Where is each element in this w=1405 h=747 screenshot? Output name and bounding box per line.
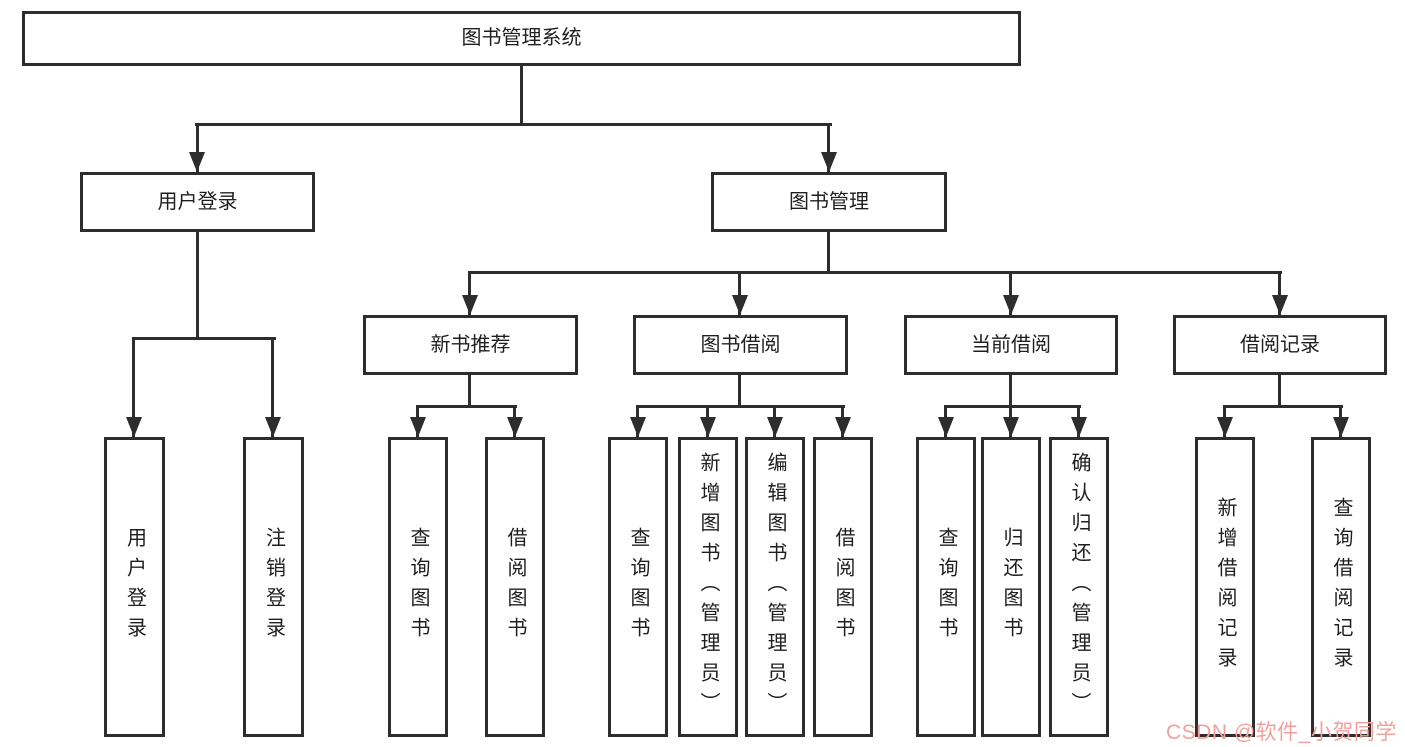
connector-arrowhead (630, 417, 646, 437)
connector-line (416, 405, 517, 408)
leaf-add-books-admin: 新增图书（管理员） (678, 437, 738, 737)
connector-line (1009, 375, 1012, 408)
connector-line (827, 232, 830, 274)
connector-arrowhead (1003, 417, 1019, 437)
connector-arrowhead (1071, 417, 1087, 437)
connector-arrowhead (1333, 417, 1349, 437)
connector-line (468, 375, 471, 408)
connector-line (195, 123, 832, 126)
connector-arrowhead (462, 295, 478, 315)
connector-line (271, 337, 274, 437)
connector-arrowhead (821, 152, 837, 172)
node-book-borrowing: 图书借阅 (633, 315, 848, 375)
connector-line (196, 232, 199, 340)
leaf-query-books-current: 查询图书 (916, 437, 976, 737)
leaf-logout: 注销登录 (243, 437, 304, 737)
connector-line (520, 66, 523, 126)
connector-arrowhead (507, 417, 523, 437)
connector-arrowhead (410, 417, 426, 437)
connector-arrowhead (1217, 417, 1233, 437)
connector-arrowhead (767, 417, 783, 437)
connector-arrowhead (189, 152, 205, 172)
connector-arrowhead (938, 417, 954, 437)
node-current-borrowing: 当前借阅 (904, 315, 1118, 375)
leaf-borrow-books-recommend: 借阅图书 (485, 437, 545, 737)
leaf-add-borrow-record: 新增借阅记录 (1195, 437, 1255, 737)
connector-arrowhead (835, 417, 851, 437)
leaf-confirm-return-admin: 确认归还（管理员） (1049, 437, 1109, 737)
connector-arrowhead (1003, 295, 1019, 315)
leaf-return-books: 归还图书 (981, 437, 1041, 737)
connector-arrowhead (265, 417, 281, 437)
connector-line (1223, 405, 1343, 408)
csdn-watermark: CSDN @软件_小贺同学 (1166, 721, 1397, 744)
connector-line (944, 405, 1081, 408)
node-borrowing-records: 借阅记录 (1173, 315, 1387, 375)
connector-arrowhead (732, 295, 748, 315)
connector-arrowhead (1272, 295, 1288, 315)
connector-line (132, 337, 135, 437)
connector-line (1009, 271, 1012, 315)
leaf-edit-books-admin: 编辑图书（管理员） (745, 437, 805, 737)
node-book-management: 图书管理 (711, 172, 947, 232)
connector-arrowhead (126, 417, 142, 437)
leaf-query-books-borrowing: 查询图书 (608, 437, 668, 737)
leaf-query-borrow-record: 查询借阅记录 (1311, 437, 1371, 737)
leaf-query-books-recommend: 查询图书 (388, 437, 448, 737)
connector-line (196, 123, 199, 172)
connector-line (738, 375, 741, 408)
node-book-management-system: 图书管理系统 (22, 11, 1021, 66)
connector-line (468, 271, 471, 315)
node-user-login: 用户登录 (80, 172, 315, 232)
connector-line (132, 337, 276, 340)
node-new-book-recommend: 新书推荐 (363, 315, 578, 375)
connector-line (827, 123, 830, 172)
connector-line (1278, 375, 1281, 408)
connector-line (636, 405, 845, 408)
leaf-borrow-books-borrowing: 借阅图书 (813, 437, 873, 737)
connector-line (738, 271, 741, 315)
connector-line (468, 271, 1282, 274)
leaf-user-login: 用户登录 (104, 437, 165, 737)
connector-arrowhead (700, 417, 716, 437)
connector-line (1278, 271, 1281, 315)
